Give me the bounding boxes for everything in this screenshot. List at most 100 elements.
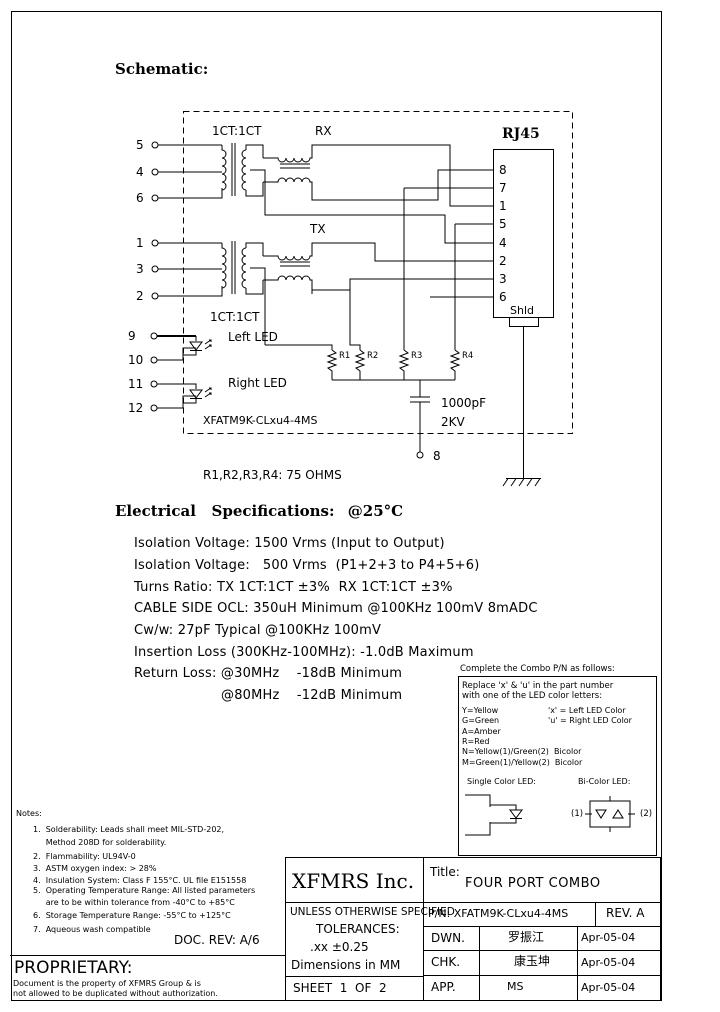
- title-label: Title:: [430, 865, 460, 879]
- r2-label: R2: [367, 351, 379, 361]
- electrical-temp: @25°C: [347, 502, 404, 520]
- color-m: M=Green(1)/Yellow(2) Bicolor: [462, 758, 583, 767]
- proprietary-title: PROPRIETARY:: [14, 958, 133, 978]
- left-led-label: Left LED: [228, 330, 278, 344]
- ct-top-label: 1CT:1CT: [212, 124, 262, 138]
- pin-1-label: 1: [136, 236, 144, 250]
- unless-specified: UNLESS OTHERWISE SPECIFIED: [290, 906, 455, 918]
- pin-10-label: 10: [128, 353, 144, 367]
- rev-label: REV. A: [606, 906, 645, 920]
- spec-line-6: Insertion Loss (300KHz-100MHz): -1.0dB M…: [134, 645, 474, 660]
- color-g: G=Green: [462, 716, 500, 725]
- note-line: 2. Flammability: UL94V-0: [33, 852, 136, 861]
- rj45-pin-8: 8: [499, 163, 507, 177]
- pin-6-label: 6: [136, 191, 144, 205]
- spec-line-4: CABLE SIDE OCL: 350uH Minimum @100KHz 10…: [134, 601, 538, 616]
- shld-label: Shld: [510, 304, 534, 317]
- pin-terminal: [150, 332, 158, 340]
- rx-label: RX: [315, 124, 332, 138]
- pin-terminal: [151, 292, 159, 300]
- tolerances-label: TOLERANCES:: [316, 922, 400, 936]
- combo-intro-1: Replace 'x' & 'u' in the part number: [462, 681, 614, 691]
- r4-label: R4: [462, 351, 474, 361]
- rj45-shield-tab: [509, 317, 539, 327]
- note-line: 4. Insulation System: Class F 155°C. UL …: [33, 876, 247, 885]
- combo-title: Complete the Combo P/N as follows:: [460, 664, 615, 674]
- spec-line-8: @80MHz -12dB Minimum: [221, 688, 403, 703]
- pin-terminal: [151, 194, 159, 202]
- pin-terminal: [150, 404, 158, 412]
- bottom-pin-label: 8: [433, 449, 441, 463]
- proprietary-line-2: not allowed to be duplicated without aut…: [13, 989, 218, 998]
- app-date: Apr-05-04: [581, 981, 636, 994]
- note-line: 7. Aqueous wash compatible: [33, 925, 151, 934]
- cap-value-label: 1000pF: [441, 396, 487, 410]
- sheet-label: SHEET 1 OF 2: [293, 981, 387, 995]
- doc-rev: DOC. REV: A/6: [174, 933, 260, 947]
- pin-3-label: 3: [136, 262, 144, 276]
- bicolor-led-diagram: [585, 796, 635, 832]
- schematic-heading: Schematic:: [115, 60, 209, 78]
- pin-terminal: [151, 141, 159, 149]
- spec-line-1: Isolation Voltage: 1500 Vrms (Input to O…: [134, 536, 445, 551]
- app-name: MS: [507, 980, 524, 993]
- company-name: XFMRS Inc.: [292, 869, 415, 893]
- single-led-label: Single Color LED:: [467, 777, 536, 786]
- rj45-pin-2: 2: [499, 254, 507, 268]
- note-line: 3. ASTM oxygen index: > 28%: [33, 864, 157, 873]
- note-line: 1. Solderability: Leads shall meet MIL-S…: [33, 825, 225, 834]
- rj45-pin-6: 6: [499, 290, 507, 304]
- ct-bottom-label: 1CT:1CT: [210, 310, 260, 324]
- spec-line-3: Turns Ratio: TX 1CT:1CT ±3% RX 1CT:1CT ±…: [134, 580, 453, 595]
- color-r: R=Red: [462, 737, 490, 746]
- pin-5-label: 5: [136, 138, 144, 152]
- dwn-name: 罗振江: [508, 930, 545, 944]
- rj45-label: RJ45: [502, 126, 540, 142]
- single-led-diagram: [465, 794, 523, 836]
- spec-line-2: Isolation Voltage: 500 Vrms (P1+2+3 to P…: [134, 558, 480, 573]
- part-number-label: XFATM9K-CLxu4-4MS: [203, 414, 318, 427]
- drawing-title: FOUR PORT COMBO: [465, 876, 601, 891]
- rj45-pin-5: 5: [499, 217, 507, 231]
- r3-label: R3: [411, 351, 423, 361]
- pin-9-label: 9: [128, 329, 136, 343]
- right-led-label: Right LED: [228, 376, 287, 390]
- pin-terminal: [150, 380, 158, 388]
- app-label: APP.: [431, 980, 456, 994]
- r1-label: R1: [339, 351, 351, 361]
- bicolor-2-label: (2): [640, 809, 653, 819]
- ground-icon: [502, 478, 541, 487]
- chk-name: 康玉坤: [514, 954, 551, 968]
- color-a: A=Amber: [462, 727, 501, 736]
- led-circuit: [157, 335, 212, 409]
- pin-terminal: [150, 356, 158, 364]
- combo-intro-2: with one of the LED color letters:: [462, 691, 603, 701]
- combo-box: [458, 676, 657, 856]
- rj45-pin-7: 7: [499, 181, 507, 195]
- u-definition: 'u' = Right LED Color: [548, 716, 632, 725]
- x-definition: 'x' = Left LED Color: [548, 706, 626, 715]
- rj45-pin-1: 1: [499, 199, 507, 213]
- chk-label: CHK.: [431, 955, 461, 969]
- pin-4-label: 4: [136, 165, 144, 179]
- tx-label: TX: [310, 222, 326, 236]
- color-y: Y=Yellow: [462, 706, 499, 715]
- pin-terminal: [151, 168, 159, 176]
- rj45-pin-3: 3: [499, 272, 507, 286]
- bicolor-1-label: (1): [571, 809, 584, 819]
- spec-line-7: Return Loss: @30MHz -18dB Minimum: [134, 666, 403, 681]
- pn-label: P/N: XFATM9K-CLxu4-4MS: [428, 907, 569, 920]
- dwn-label: DWN.: [431, 931, 465, 945]
- note-line: 6. Storage Temperature Range: -55°C to +…: [33, 911, 231, 920]
- note-line: 5. Operating Temperature Range: All list…: [33, 886, 256, 895]
- tx-transformer: [175, 223, 493, 345]
- note-line: are to be within tolerance from -40°C to…: [33, 898, 235, 907]
- pin-terminal: [151, 239, 159, 247]
- rx-transformer: [175, 143, 493, 244]
- pin-2-label: 2: [136, 289, 144, 303]
- color-n: N=Yellow(1)/Green(2) Bicolor: [462, 747, 582, 756]
- chk-date: Apr-05-04: [581, 956, 636, 969]
- note-line: Method 208D for solderability.: [33, 838, 167, 847]
- resistor-network: [265, 188, 461, 459]
